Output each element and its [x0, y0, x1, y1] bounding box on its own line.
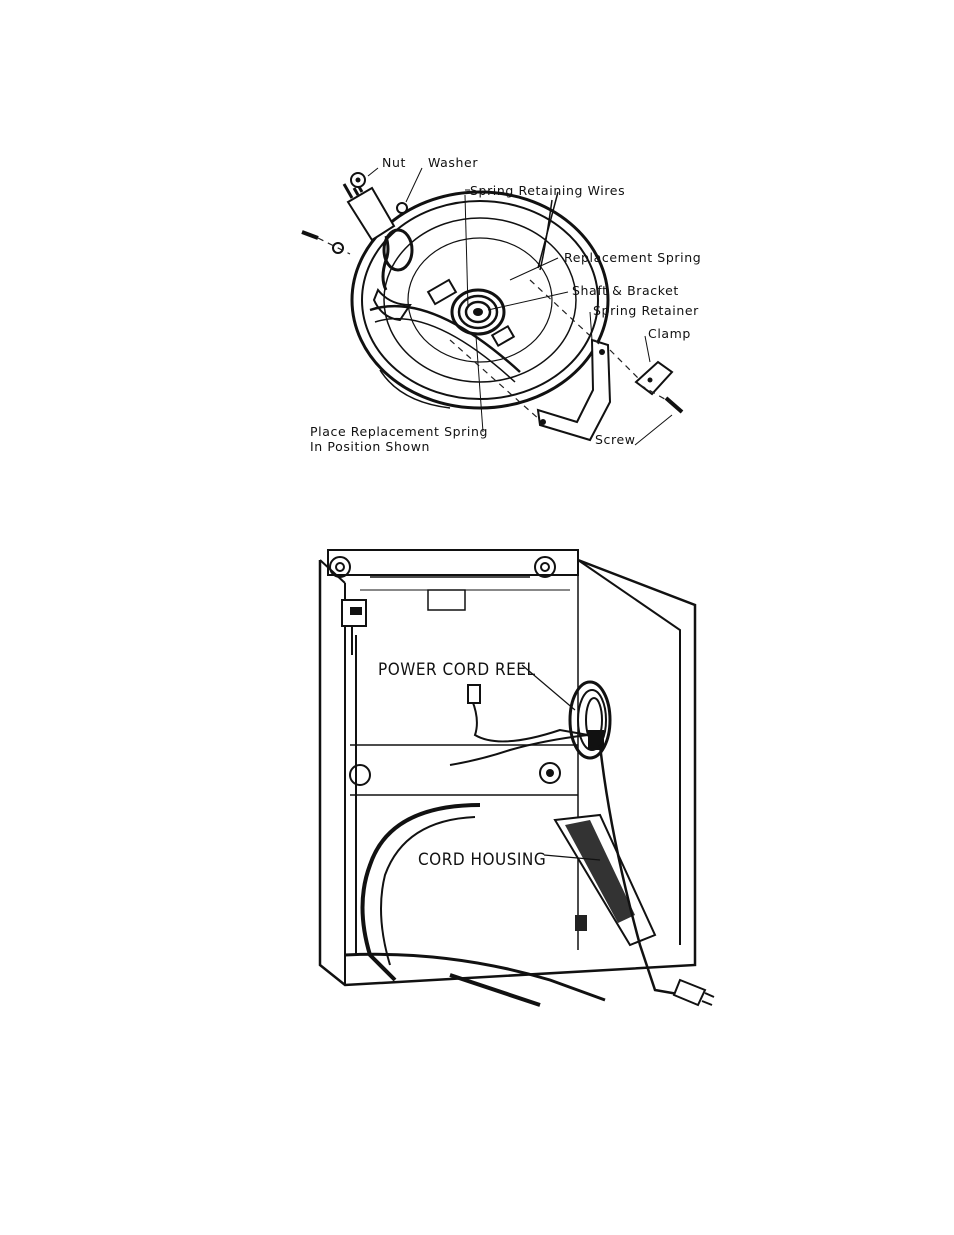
label-shaft-bracket: Shaft & Bracket — [572, 283, 679, 298]
power-cord-reel — [570, 682, 610, 758]
screw-icon — [666, 398, 682, 412]
cabinet-cord-reel-diagram: POWER CORD REEL CORD HOUSING — [300, 535, 720, 1010]
label-cord-housing: CORD HOUSING — [418, 850, 546, 870]
label-place-line2: In Position Shown — [310, 439, 430, 454]
label-washer: Washer — [428, 155, 478, 170]
label-replacement-spring: Replacement Spring — [564, 250, 701, 265]
spring-coil — [428, 280, 514, 346]
label-place-line1: Place Replacement Spring — [310, 424, 488, 439]
label-power-cord-reel: POWER CORD REEL — [378, 660, 535, 680]
label-nut: Nut — [382, 155, 406, 170]
label-clamp: Clamp — [648, 326, 691, 341]
label-spring-retaining-wires: Spring Retaining Wires — [470, 183, 625, 198]
cord-housing — [555, 745, 695, 997]
plug-icon — [674, 980, 714, 1005]
cord-reel-exploded-diagram: Nut Washer Spring Retaining Wires Replac… — [290, 140, 710, 465]
label-spring-retainer: Spring Retainer — [593, 303, 699, 318]
nut-icon — [351, 173, 365, 187]
washer-icon — [397, 203, 407, 213]
clamp-icon — [636, 362, 672, 394]
label-screw: Screw — [595, 432, 636, 447]
left-screw-icon — [302, 232, 343, 253]
